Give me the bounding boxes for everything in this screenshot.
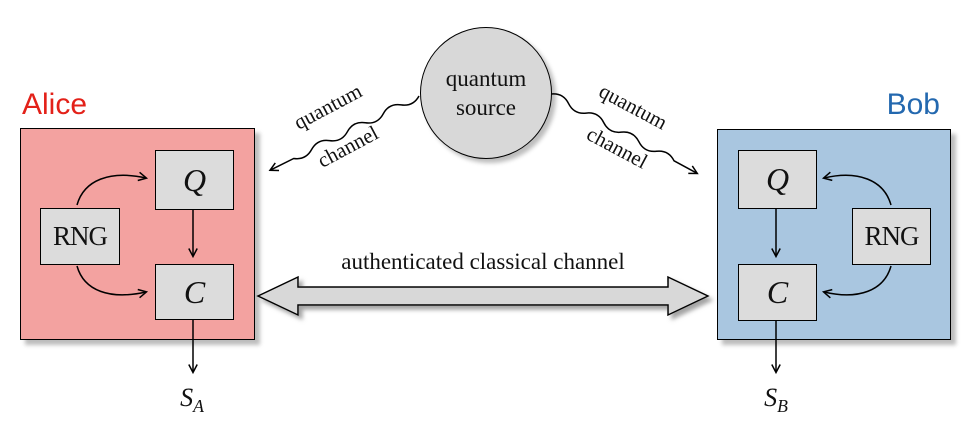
quantum-channel-left-label-word2: channel (313, 120, 383, 173)
alice-title: Alice (22, 88, 88, 121)
quantum-channel-left-label-word1: quantum (289, 78, 366, 135)
bob-q-module: Q (738, 150, 817, 209)
bob-c-module: C (738, 264, 817, 321)
alice-output-base: S (180, 383, 194, 412)
bob-output-label: SB (746, 383, 806, 417)
classical-channel-label: authenticated classical channel (341, 249, 625, 274)
alice-q-module: Q (155, 150, 234, 210)
bob-rng-module: RNG (852, 208, 931, 265)
quantum-channel-right-label-word1: quantum (595, 78, 672, 135)
bob-output-base: S (764, 383, 778, 412)
quantum-source: quantum source (420, 27, 552, 159)
quantum-source-label-line2: source (455, 95, 517, 120)
bob-c-label: C (766, 274, 789, 310)
alice-c-label: C (183, 273, 206, 310)
quantum-channel-right-label-word2: channel (582, 121, 652, 174)
bob-q-label: Q (765, 161, 790, 197)
quantum-source-label-line1: quantum (445, 66, 527, 91)
alice-c-module: C (155, 264, 234, 320)
alice-rng-module: RNG (40, 208, 120, 265)
alice-output-label: SA (162, 383, 222, 417)
bob-output-subscript: B (777, 396, 788, 417)
classical-channel-arrow (256, 275, 710, 317)
alice-q-label: Q (182, 161, 207, 198)
bob-title: Bob (886, 88, 940, 121)
bob-rng-label: RNG (864, 221, 919, 251)
alice-output-subscript: A (193, 396, 204, 417)
alice-rng-label: RNG (52, 221, 108, 251)
